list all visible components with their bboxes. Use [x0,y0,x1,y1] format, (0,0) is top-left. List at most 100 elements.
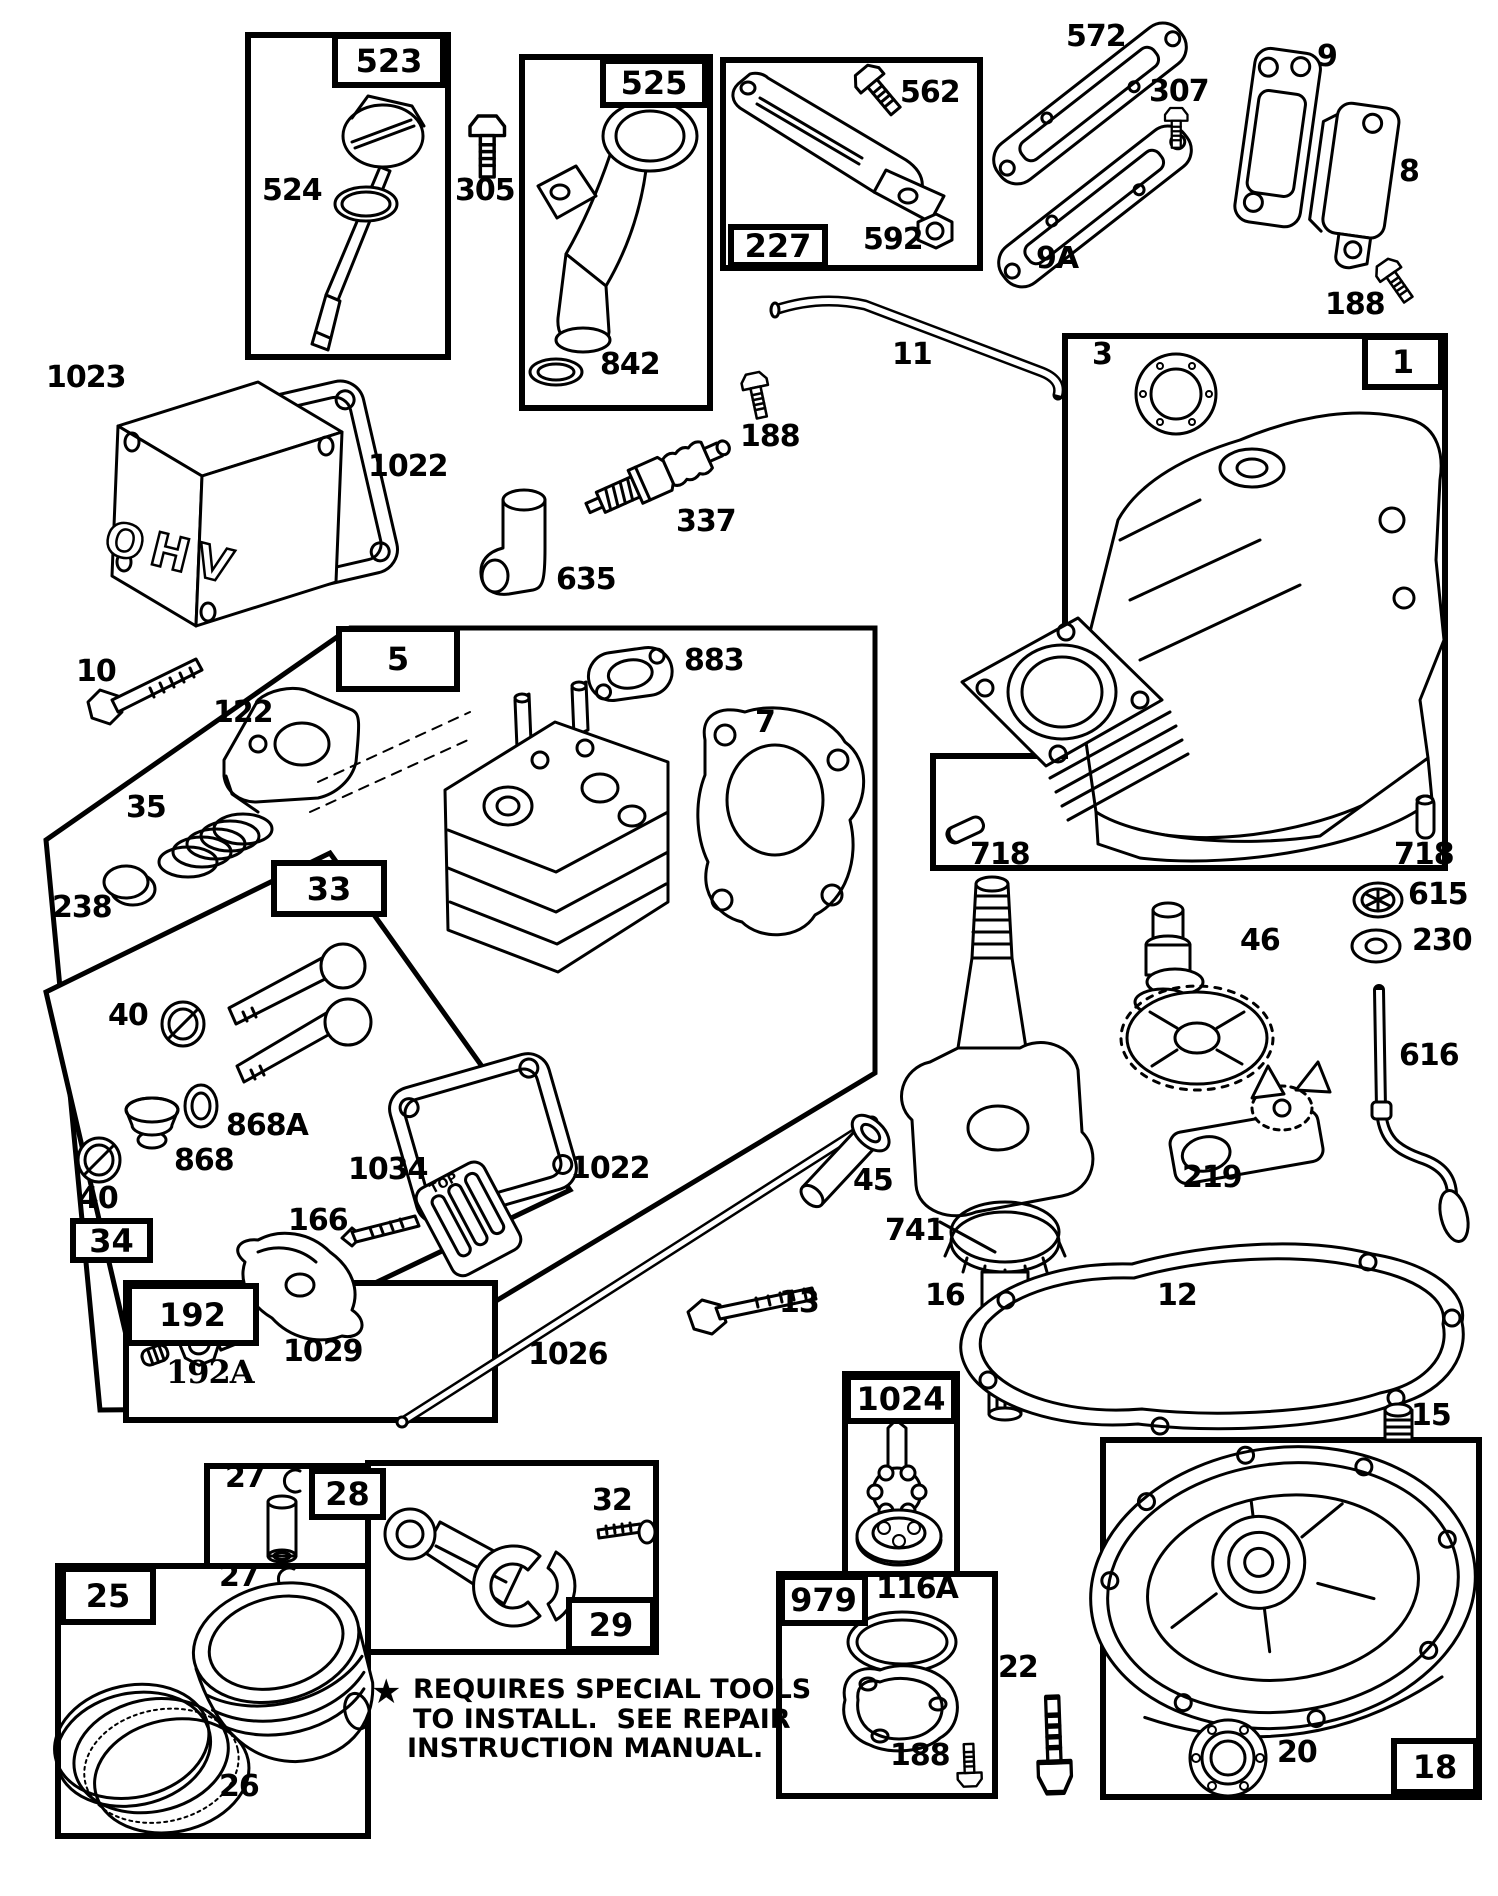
pin-718-right-drawing [1415,794,1436,840]
gasket-883-drawing [586,645,674,702]
part-label-1022-b: 1022 [570,1151,650,1186]
part-label-616: 616 [1399,1038,1460,1073]
part-label-22: 22 [998,1650,1039,1685]
part-label-11: 11 [892,337,933,372]
label-1024: 1024 [856,1380,946,1418]
boxed-label-523: 523 [332,33,446,88]
boxed-label-1: 1 [1362,334,1444,390]
camshaft-46-drawing [1119,901,1275,1092]
part-label-718-right: 718 [1394,837,1455,872]
leader-741 [938,1220,997,1254]
note-line-3: INSTRUCTION MANUAL. [407,1733,764,1764]
part-label-883: 883 [684,643,745,678]
label-5: 5 [386,640,410,678]
boxed-label-33: 33 [271,860,387,917]
cylinder-head-drawing [443,680,670,974]
cap-238-drawing [102,864,157,907]
part-label-741: 741 [885,1213,946,1248]
plug-boot-drawing [479,488,547,596]
label-29: 29 [588,1605,634,1644]
cover-979-drawing [842,1664,959,1753]
screw-32-drawing [596,1519,657,1545]
oring-116a-drawing [846,1610,958,1674]
part-label-9a: 9A [1036,241,1079,276]
label-979: 979 [790,1581,857,1619]
part-label-1029: 1029 [283,1334,363,1369]
bolt-188-mid-drawing [738,369,776,422]
part-label-305: 305 [455,173,516,208]
boxed-label-29: 29 [566,1597,656,1652]
label-33: 33 [306,869,352,908]
bolt-10-drawing [86,657,204,726]
label-18: 18 [1412,1747,1458,1786]
guide-868-drawing [124,1096,180,1150]
part-label-35: 35 [126,790,167,825]
piston-drawing [191,1581,375,1764]
part-label-238: 238 [52,890,113,925]
bolt-13-drawing [686,1286,818,1336]
tube-clamp-lever-drawing [731,71,946,224]
part-label-10: 10 [76,654,117,689]
part-label-40-bottom: 40 [78,1181,119,1216]
part-label-868: 868 [174,1143,235,1178]
part-label-337: 337 [676,504,737,539]
part-label-718-left: 718 [970,837,1031,872]
part-label-230: 230 [1412,923,1473,958]
seal-40-top-drawing [160,1000,206,1048]
part-label-13: 13 [779,1285,820,1320]
boxed-label-18: 18 [1391,1738,1479,1795]
note-line-1: REQUIRES SPECIAL TOOLS [413,1674,812,1705]
seal-40-bottom-drawing [76,1136,122,1184]
part-label-12: 12 [1157,1278,1198,1313]
part-label-1022-a: 1022 [368,449,448,484]
part-label-122: 122 [213,695,274,730]
valve-intake-drawing [227,942,367,1026]
nut-592-drawing [916,212,954,250]
head-gasket-7-drawing [696,706,866,937]
push-rod-1026-inner [400,1119,874,1425]
label-25: 25 [85,1576,131,1615]
boxed-label-192: 192 [126,1283,259,1346]
part-label-562: 562 [900,75,961,110]
bracket-122-drawing [222,686,361,814]
part-label-1034: 1034 [348,1152,428,1187]
seal-20-drawing [1188,1718,1268,1798]
boxed-label-979: 979 [779,1574,868,1626]
pipe-11-inner [774,298,1062,396]
part-label-46: 46 [1240,923,1281,958]
part-label-7: 7 [755,705,776,740]
screw-166-drawing [340,1214,421,1248]
part-label-15: 15 [1411,1398,1452,1433]
part-label-166: 166 [288,1203,349,1238]
label-192: 192 [159,1295,226,1334]
part-label-16: 16 [925,1278,966,1313]
piston-rings-drawing [53,1682,251,1835]
part-label-26: 26 [219,1769,260,1804]
part-label-45: 45 [853,1163,894,1198]
valve-exhaust-drawing [235,997,373,1084]
part-label-116a: 116A [876,1571,959,1606]
push-rod-end-b [395,1415,409,1429]
governor-219-drawing [1168,1060,1332,1186]
valve-cover-drawing: OHV [98,380,344,628]
label-28: 28 [325,1475,370,1513]
gasket-9a-drawing [997,124,1193,289]
part-label-40-top: 40 [108,998,149,1033]
label-523: 523 [355,41,423,80]
part-label-27-bottom: 27 [219,1559,260,1594]
boxed-label-28: 28 [309,1468,386,1520]
part-label-27-top: 27 [225,1460,266,1495]
cap-615-drawing [1352,881,1404,919]
part-label-1026: 1026 [528,1337,608,1372]
part-label-1023: 1023 [46,360,126,395]
sump-gasket-12-drawing [959,1242,1465,1436]
spring-35-drawing [157,812,274,879]
washer-230-drawing [1350,928,1402,964]
label-227: 227 [744,227,812,265]
plate-1034-drawing: TOP [414,1160,523,1278]
ring-868a-drawing [183,1083,219,1129]
label-525: 525 [620,64,688,102]
boxed-label-25: 25 [60,1566,156,1625]
